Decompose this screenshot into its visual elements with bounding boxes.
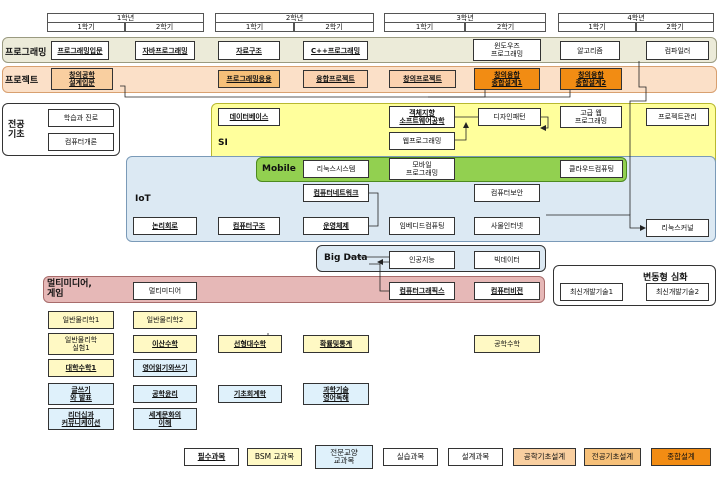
bigdata-band-label: Big Data: [324, 253, 368, 263]
semester-header: 2학기: [294, 23, 374, 32]
major-basics-label: 전공 기초: [8, 120, 25, 140]
course-vision: 컴퓨터비전: [474, 282, 540, 300]
course-discrete-math: 이산수학: [133, 335, 197, 353]
course-cpp: C++프로그래밍: [303, 41, 368, 60]
legend-capstone-design: 종합설계: [651, 448, 711, 466]
course-database: 데이터베이스: [218, 108, 280, 126]
course-mobile-prog: 모바일 프로그래밍: [389, 158, 455, 180]
course-capstone-1: 창의융합 종합설계1: [474, 68, 540, 90]
course-multimedia: 멀티미디어: [133, 282, 197, 300]
course-compiler: 컴파일러: [646, 41, 709, 60]
course-eng-math: 공학수학: [474, 335, 540, 353]
course-creative-eng-intro: 창의공학 설계입문: [51, 68, 113, 90]
semester-header: 2학기: [125, 23, 204, 32]
course-creative-project: 창의프로젝트: [389, 70, 456, 88]
semester-header: 2학기: [465, 23, 546, 32]
course-ai: 인공지능: [389, 251, 455, 269]
course-linux-kernel: 리눅스커널: [646, 219, 709, 237]
year-2-header: 2학년: [215, 13, 374, 23]
course-linux-system: 리눅스시스템: [303, 160, 369, 178]
course-leadership: 리더십과 커뮤니케이션: [48, 408, 114, 430]
legend-practice: 실습과목: [383, 448, 438, 466]
course-fusion-project: 융합프로젝트: [303, 70, 368, 88]
course-architecture: 컴퓨터구조: [218, 217, 280, 235]
course-probability: 확률및통계: [303, 335, 369, 353]
course-english-reading: 영어읽기와쓰기: [133, 359, 197, 377]
semester-header: 2학기: [636, 23, 714, 32]
multimedia-band: [43, 276, 545, 303]
course-java: 자바프로그래밍: [135, 41, 195, 60]
advanced-band-label: 변동형 심화: [643, 273, 688, 283]
course-writing: 글쓰기 와 발표: [48, 383, 114, 405]
course-physics-2: 일반물리학2: [133, 311, 197, 329]
course-network: 컴퓨터네트워크: [303, 184, 369, 202]
legend-major-basic-design: 전공기초설계: [584, 448, 641, 466]
course-bigdata: 빅데이터: [474, 251, 540, 269]
course-physics-lab: 일반물리학 실험1: [48, 333, 114, 355]
course-linear-algebra: 선형대수학: [218, 335, 282, 353]
semester-header: 1학기: [215, 23, 294, 32]
course-prog-intro: 프로그래밍입문: [51, 41, 109, 60]
course-adv-tech-2: 최신개발기술2: [646, 283, 709, 301]
course-world-culture: 세계문화의 이해: [133, 408, 197, 430]
course-algorithm: 알고리즘: [560, 41, 620, 60]
course-capstone-2: 창의융합 종합설계2: [560, 68, 622, 90]
semester-header: 1학기: [558, 23, 636, 32]
course-graphics: 컴퓨터그래픽스: [389, 282, 455, 300]
legend-design: 설계과목: [448, 448, 503, 466]
semester-header: 1학기: [47, 23, 125, 32]
year-4-header: 4학년: [558, 13, 714, 23]
iot-band-label: IoT: [135, 194, 151, 204]
course-iot: 사물인터넷: [474, 217, 540, 235]
mobile-band-label: Mobile: [262, 164, 296, 174]
course-os: 운영체제: [303, 217, 369, 235]
course-science-english: 과학기술 영어독해: [303, 383, 369, 405]
multimedia-band-label: 멀티미디어, 게임: [47, 279, 92, 299]
course-basic-accounting: 기초회계학: [218, 385, 282, 403]
course-study-career: 학습과 진로: [48, 109, 114, 127]
course-security: 컴퓨터보안: [474, 184, 540, 202]
programming-band-label: 프로그래밍: [5, 48, 47, 58]
year-3-header: 3학년: [384, 13, 546, 23]
course-project-mgmt: 프로젝트관리: [646, 108, 709, 126]
course-cs-intro: 컴퓨터개론: [48, 133, 114, 151]
semester-header: 1학기: [384, 23, 465, 32]
legend-general-education: 전문교양 교과목: [315, 445, 373, 469]
legend-bsm: BSM 교과목: [247, 448, 302, 466]
course-embedded: 임베디드컴퓨팅: [389, 217, 455, 235]
course-oop-se: 객체지향 소프트웨어공학: [389, 106, 455, 128]
si-band-label: SI: [218, 138, 228, 148]
course-windows: 윈도우즈 프로그래밍: [473, 39, 541, 61]
course-adv-web: 고급 웹 프로그래밍: [560, 106, 622, 128]
course-adv-tech-1: 최신개발기술1: [560, 283, 623, 301]
legend-eng-basic-design: 공학기초설계: [513, 448, 576, 466]
year-1-header: 1학년: [47, 13, 204, 23]
course-eng-ethics: 공학윤리: [133, 385, 197, 403]
course-cloud: 클라우드컴퓨팅: [560, 160, 623, 178]
course-web-prog: 웹프로그래밍: [389, 132, 455, 150]
course-calculus-1: 대학수학1: [48, 359, 114, 377]
course-logic-circuit: 논리회로: [133, 217, 197, 235]
course-prog-apply: 프로그래밍응용: [218, 70, 280, 88]
legend-required: 필수과목: [184, 448, 239, 466]
course-design-pattern: 디자인패턴: [478, 108, 541, 126]
course-data-structure: 자료구조: [218, 41, 280, 60]
course-physics-1: 일반물리학1: [48, 311, 114, 329]
project-band-label: 프로젝트: [5, 76, 39, 86]
